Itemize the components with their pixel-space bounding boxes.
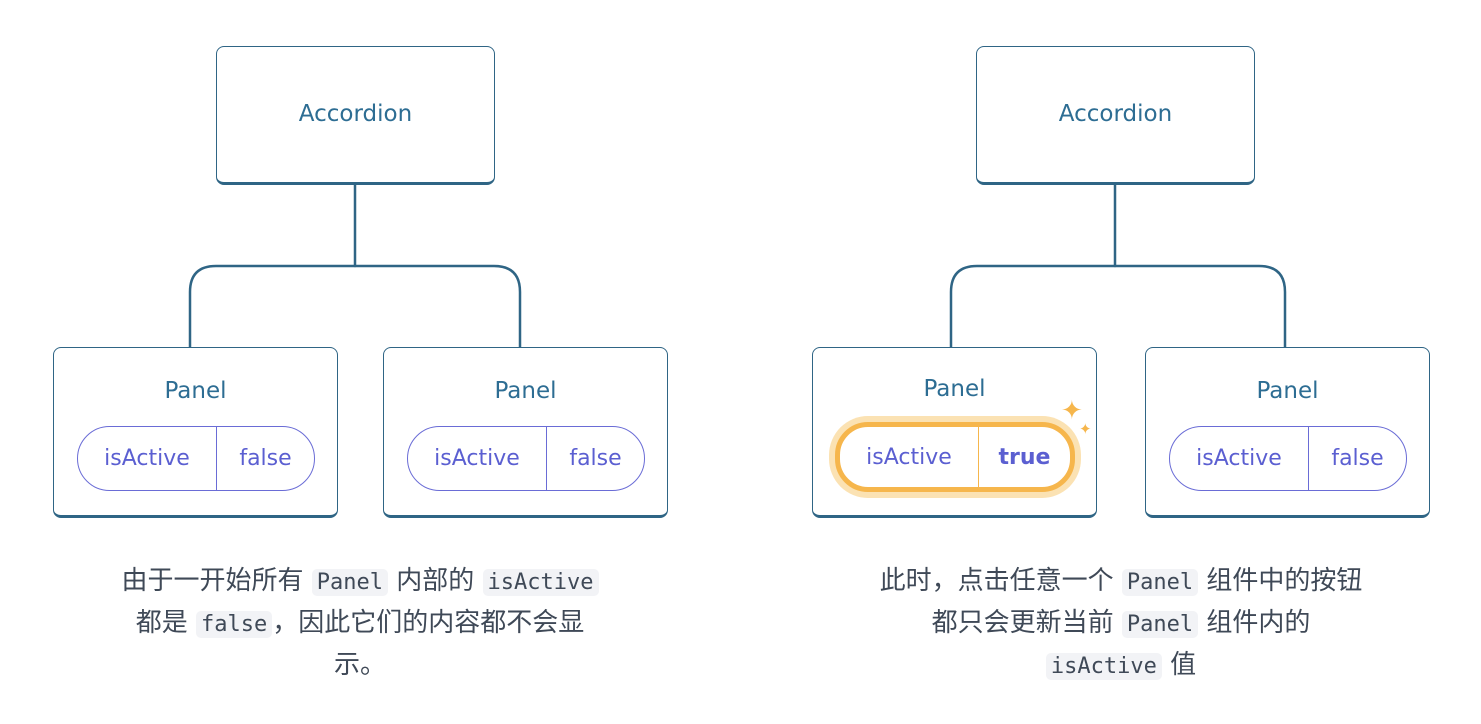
accordion-title: Accordion — [298, 101, 413, 127]
left-connector-branch — [188, 264, 522, 349]
panel-title: Panel — [164, 378, 227, 404]
inline-code: false — [196, 611, 273, 638]
left-panel-node-2: Panel isActive false — [383, 347, 668, 518]
panel-title: Panel — [1256, 378, 1319, 404]
left-panel-node-1: Panel isActive false — [53, 347, 338, 518]
right-panel-node-1: Panel isActive true ✦ ✦ — [812, 347, 1097, 518]
inline-code: isActive — [1045, 653, 1162, 680]
right-accordion-node: Accordion — [976, 46, 1255, 185]
left-caption-line-3: 示。 — [333, 650, 386, 680]
right-caption-line-2: 都只会更新当前 Panel 组件内的 — [931, 608, 1311, 638]
right-caption: 此时，点击任意一个 Panel 组件中的按钮 都只会更新当前 Panel 组件内… — [811, 561, 1431, 687]
sparkle-small-icon: ✦ — [1079, 420, 1092, 438]
state-value: true — [998, 444, 1051, 470]
inline-code: isActive — [482, 569, 599, 596]
state-pill: isActive false — [77, 426, 315, 491]
state-pill-active: isActive true — [835, 422, 1075, 492]
state-value: false — [239, 446, 292, 471]
left-caption: 由于一开始所有 Panel 内部的 isActive 都是 false，因此它们… — [60, 561, 660, 685]
left-caption-line-2: 都是 false，因此它们的内容都不会显 — [135, 608, 585, 638]
right-panel-node-2: Panel isActive false — [1145, 347, 1430, 518]
inline-code: Panel — [1121, 611, 1199, 638]
state-pill: isActive false — [407, 426, 645, 491]
state-key: isActive — [408, 427, 547, 490]
state-key: isActive — [840, 427, 979, 487]
right-caption-line-3: isActive 值 — [811, 645, 1431, 687]
state-value: false — [1331, 446, 1384, 471]
right-caption-line-1: 此时，点击任意一个 Panel 组件中的按钮 — [879, 566, 1363, 596]
panel-title: Panel — [494, 378, 557, 404]
panel-title: Panel — [923, 376, 986, 402]
left-accordion-node: Accordion — [216, 46, 495, 185]
right-connector-branch — [949, 264, 1287, 349]
state-key: isActive — [1170, 427, 1309, 490]
accordion-title: Accordion — [1058, 101, 1173, 127]
left-caption-line-1: 由于一开始所有 Panel 内部的 isActive — [60, 561, 660, 603]
sparkle-icon: ✦ — [1061, 396, 1083, 426]
state-value: false — [569, 446, 622, 471]
inline-code: Panel — [311, 569, 388, 596]
state-pill: isActive false — [1169, 426, 1407, 491]
inline-code: Panel — [1121, 569, 1199, 596]
state-key: isActive — [78, 427, 217, 490]
